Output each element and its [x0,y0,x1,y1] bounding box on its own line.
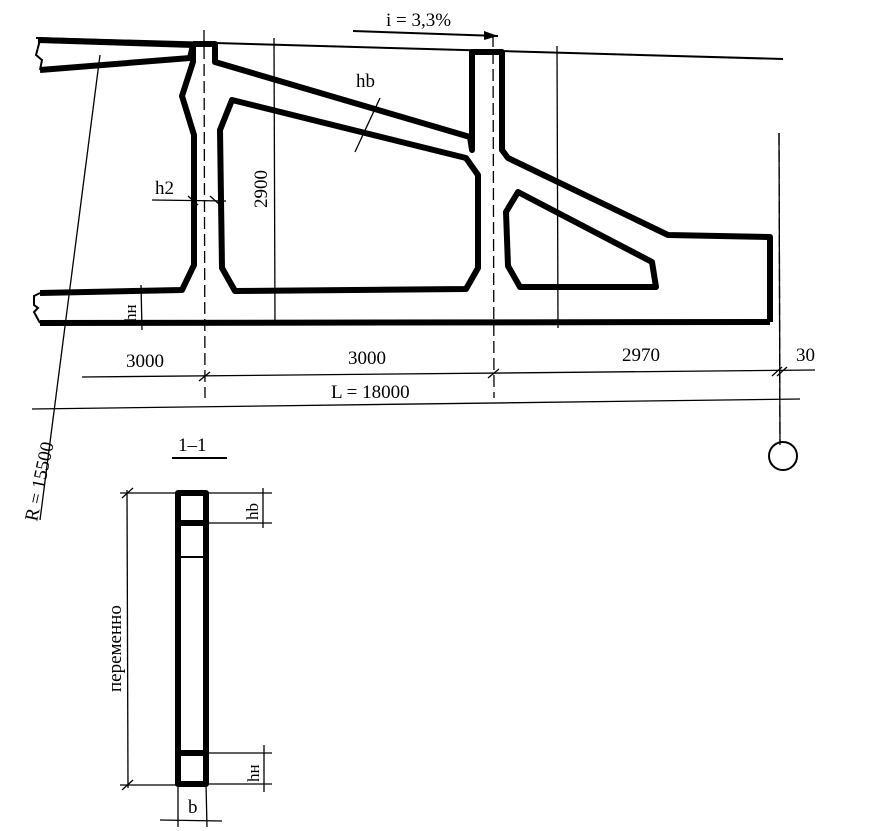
post-2-axis [492,34,495,399]
bottom-left-break [32,292,41,324]
post-width-tick-a [187,195,199,206]
section-title: 1–1 [178,435,207,456]
dim-label-2: 3000 [348,348,386,369]
panel-dimension-line [81,369,816,378]
section-bottom-label: hн [244,764,263,782]
dim-label-4: 30 [796,345,815,366]
radius-label: R = 15500 [21,440,58,523]
dim-label-3: 2970 [622,345,660,366]
slope-arrow-head [484,31,498,40]
post-1-axis [203,29,206,399]
right-panel-extension [556,45,559,329]
height-label: 2900 [251,170,272,208]
radius-leader [39,54,101,521]
top-chord-leader [354,97,381,153]
height-dimension-line [273,37,276,326]
support-line [778,132,781,444]
section-height-tick-bottom [121,779,134,791]
section-width-dim [159,819,223,822]
slope-label: i = 3,3% [386,10,451,31]
bottom-chord [39,319,771,326]
section-height-tick-top [121,487,134,499]
dim-tick-1 [198,371,211,382]
section-outline [175,490,209,787]
slope-arrow-line [352,30,499,37]
dim-tick-4 [776,366,788,377]
top-chord-label: hb [356,71,375,92]
cross-section-1-1: 1–1 переменно hb hн b [105,435,272,828]
dim-label-1: 3000 [126,351,164,372]
section-height-label: переменно [105,605,126,692]
post-left-right-edge [193,41,218,47]
panel-opening-2 [503,189,659,290]
section-width-label: b [188,797,198,818]
post-left-inner [212,45,773,322]
section-height-dim [126,489,129,789]
post-left [39,45,197,296]
panel-opening-1 [217,97,481,294]
left-break-line [34,39,44,71]
span-label: L = 18000 [331,382,410,403]
post-width-tick-b [209,195,221,206]
span-dimension-line [31,398,801,410]
top-chord-left [37,37,196,73]
post-width-label: h2 [155,178,174,199]
section-top-label: hb [243,503,262,520]
support-circle [768,441,798,471]
dim-tick-2 [487,368,500,379]
dim-tick-3 [771,366,783,377]
truss-elevation: i = 3,3% hb h2 2900 hн 3000 3000 2970 30… [21,10,816,523]
bottom-chord-label: hн [121,304,140,322]
post-width-dimension [151,199,227,202]
section-width-ext-b [205,783,208,828]
